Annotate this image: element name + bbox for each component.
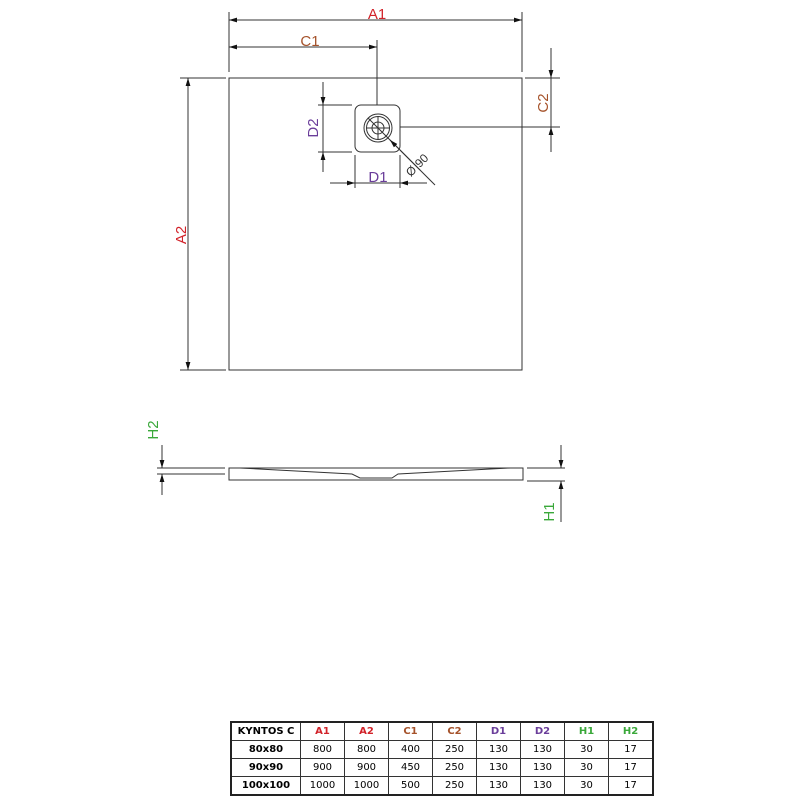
header-d1: D1 bbox=[476, 721, 521, 741]
cell: 130 bbox=[476, 740, 521, 759]
cell: 130 bbox=[476, 758, 521, 777]
cell: 130 bbox=[520, 776, 565, 796]
cell: 30 bbox=[564, 740, 609, 759]
cell: 500 bbox=[388, 776, 433, 796]
cell: 800 bbox=[344, 740, 389, 759]
tray-side-view bbox=[228, 467, 524, 481]
cell: 100x100 bbox=[230, 776, 301, 796]
header-d2: D2 bbox=[520, 721, 565, 741]
cell: 30 bbox=[564, 758, 609, 777]
cell: 80x80 bbox=[230, 740, 301, 759]
cell: 17 bbox=[608, 740, 654, 759]
label-a1: A1 bbox=[368, 6, 386, 23]
drain-box bbox=[354, 104, 401, 153]
header-c1: C1 bbox=[388, 721, 433, 741]
cell: 250 bbox=[432, 776, 477, 796]
table-row: 80x80 800 800 400 250 130 130 30 17 bbox=[230, 740, 654, 759]
cell: 17 bbox=[608, 758, 654, 777]
cell: 1000 bbox=[344, 776, 389, 796]
cell: 30 bbox=[564, 776, 609, 796]
cell: 900 bbox=[300, 758, 345, 777]
table-row: 100x100 1000 1000 500 250 130 130 30 17 bbox=[230, 776, 654, 796]
cell: 130 bbox=[520, 758, 565, 777]
header-h1: H1 bbox=[564, 721, 609, 741]
table-row: 90x90 900 900 450 250 130 130 30 17 bbox=[230, 758, 654, 777]
label-a2: A2 bbox=[173, 226, 190, 244]
header-h2: H2 bbox=[608, 721, 654, 741]
cell: 130 bbox=[520, 740, 565, 759]
header-model: KYNTOS C bbox=[230, 721, 301, 741]
cell: 1000 bbox=[300, 776, 345, 796]
cell: 450 bbox=[388, 758, 433, 777]
cell: 90x90 bbox=[230, 758, 301, 777]
label-d1: D1 bbox=[368, 169, 387, 186]
table-header-row: KYNTOS C A1 A2 C1 C2 D1 D2 H1 H2 bbox=[230, 721, 654, 741]
label-d2: D2 bbox=[305, 118, 322, 137]
cell: 400 bbox=[388, 740, 433, 759]
tray-top-view bbox=[228, 77, 523, 371]
header-a2: A2 bbox=[344, 721, 389, 741]
label-c1: C1 bbox=[300, 33, 319, 50]
cell: 900 bbox=[344, 758, 389, 777]
drain-icon bbox=[363, 113, 393, 143]
dimensions-table: KYNTOS C A1 A2 C1 C2 D1 D2 H1 H2 80x80 8… bbox=[230, 721, 654, 796]
header-c2: C2 bbox=[432, 721, 477, 741]
cell: 800 bbox=[300, 740, 345, 759]
header-a1: A1 bbox=[300, 721, 345, 741]
label-h2: H2 bbox=[145, 420, 162, 439]
label-h1: H1 bbox=[541, 502, 558, 521]
label-c2: C2 bbox=[535, 93, 552, 112]
cell: 130 bbox=[476, 776, 521, 796]
cell: 250 bbox=[432, 758, 477, 777]
label-drain-diameter: Ø 90 bbox=[403, 151, 432, 180]
cell: 250 bbox=[432, 740, 477, 759]
cell: 17 bbox=[608, 776, 654, 796]
